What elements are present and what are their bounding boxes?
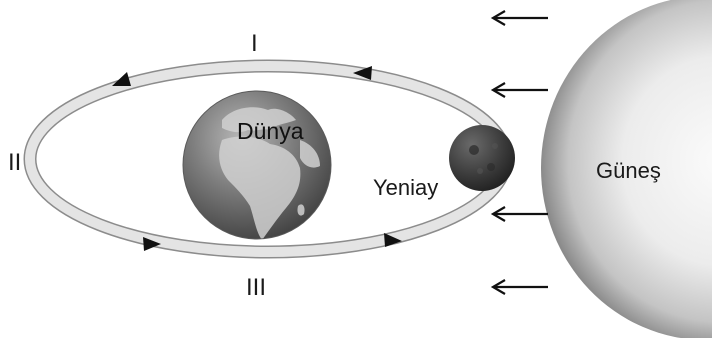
orbit-label-ii: II	[8, 149, 22, 176]
arrow-left-icon	[490, 10, 548, 26]
orbit-label-i: I	[251, 30, 258, 57]
sunlight-arrows	[490, 10, 548, 295]
arrow-left-icon	[490, 279, 548, 295]
orbit-direction-arrows	[112, 66, 402, 251]
orbit-label-iii: III	[246, 274, 267, 301]
orbit-arrowhead-icon	[353, 66, 372, 80]
earth	[182, 90, 332, 240]
moon-icon	[449, 125, 515, 191]
arrow-left-icon	[490, 206, 548, 222]
orbit-arrowhead-icon	[112, 72, 131, 86]
sun	[541, 0, 712, 340]
new-moon	[449, 125, 515, 191]
sun-icon	[541, 0, 712, 340]
orbit-arrowhead-icon	[384, 233, 402, 247]
sun-label: Güneş	[596, 158, 661, 183]
orbit-arrowhead-icon	[143, 237, 161, 251]
earth-label: Dünya	[237, 118, 304, 144]
arrow-left-icon	[490, 82, 548, 98]
moon-label: Yeniay	[373, 175, 439, 200]
